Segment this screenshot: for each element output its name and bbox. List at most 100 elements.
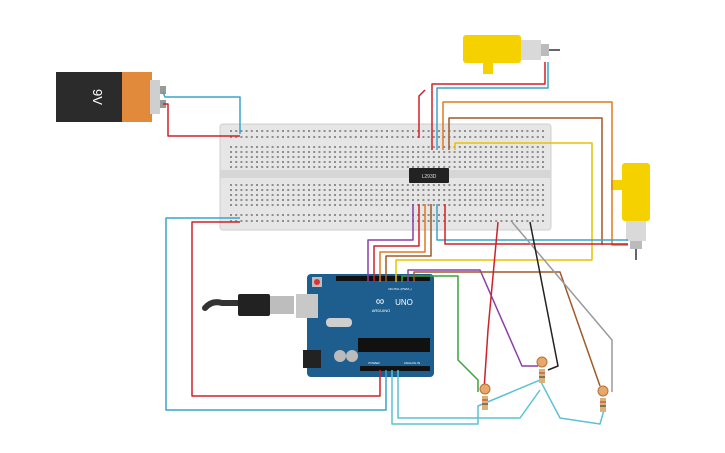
breadboard-hole xyxy=(297,151,300,153)
breadboard-hole xyxy=(271,161,274,163)
breadboard-hole xyxy=(256,146,258,148)
wire-green[interactable] xyxy=(401,275,479,392)
battery-label: 9V xyxy=(90,89,105,105)
wire-red-bb[interactable] xyxy=(373,204,420,282)
photoresistor-left[interactable] xyxy=(479,383,491,410)
photoresistor-right[interactable] xyxy=(597,385,609,412)
breadboard-hole xyxy=(401,214,404,216)
breadboard-hole xyxy=(271,214,274,216)
dc-motor-right[interactable] xyxy=(611,163,650,260)
wire-battery-blue[interactable] xyxy=(162,91,241,134)
breadboard-hole xyxy=(448,214,451,216)
breadboard-hole xyxy=(401,161,404,163)
breadboard[interactable] xyxy=(219,123,552,231)
breadboard-hole xyxy=(240,214,243,216)
wire-yellow[interactable] xyxy=(395,142,593,282)
breadboard-hole xyxy=(531,220,534,222)
breadboard-hole xyxy=(245,130,248,132)
breadboard-hole xyxy=(302,189,305,191)
wire-gray[interactable] xyxy=(511,221,613,392)
breadboard-hole xyxy=(276,130,279,132)
wire-red-a[interactable] xyxy=(418,89,426,138)
wire-purple[interactable] xyxy=(407,269,538,367)
breadboard-hole xyxy=(510,146,513,148)
wire-red-right[interactable] xyxy=(444,204,628,245)
breadboard-hole xyxy=(339,151,342,153)
breadboard-hole xyxy=(438,130,440,132)
breadboard-hole xyxy=(380,151,383,153)
breadboard-hole xyxy=(443,184,446,186)
wire-red-sensor[interactable] xyxy=(483,221,499,391)
breadboard-hole xyxy=(287,161,290,163)
breadboard-hole xyxy=(510,136,513,138)
breadboard-hole xyxy=(375,199,378,201)
breadboard-hole xyxy=(282,220,284,222)
wire-motor-top-blue[interactable] xyxy=(436,62,549,150)
breadboard-hole xyxy=(391,151,394,153)
breadboard-hole xyxy=(484,166,487,168)
breadboard-hole xyxy=(490,146,492,148)
wire-brown-bb[interactable] xyxy=(385,204,432,282)
breadboard-hole xyxy=(510,130,513,132)
breadboard-hole xyxy=(380,204,383,206)
breadboard-hole xyxy=(406,184,409,186)
breadboard-hole xyxy=(526,151,529,153)
breadboard-hole xyxy=(380,166,383,168)
breadboard-hole xyxy=(235,220,238,222)
wire-teal-bb[interactable] xyxy=(436,204,628,241)
wire-battery-red[interactable] xyxy=(163,103,240,137)
breadboard-hole xyxy=(349,214,352,216)
arduino-analog-label: ANALOG IN xyxy=(404,361,420,365)
breadboard-hole xyxy=(391,146,394,148)
wire-blue-left[interactable] xyxy=(165,217,387,411)
wire-black[interactable] xyxy=(529,221,559,371)
breadboard-hole xyxy=(412,151,414,153)
arduino-power-label: POWER xyxy=(368,361,380,365)
wire-purple-bb[interactable] xyxy=(367,204,414,282)
wire-red-left[interactable] xyxy=(191,221,381,397)
wire-cyan-bottom2[interactable] xyxy=(397,370,541,419)
breadboard-hole xyxy=(297,156,300,158)
battery-9v[interactable]: 9V xyxy=(56,72,166,122)
breadboard-hole xyxy=(328,204,331,206)
breadboard-hole xyxy=(375,130,378,132)
breadboard-hole xyxy=(250,136,253,138)
breadboard-hole xyxy=(510,189,513,191)
breadboard-hole xyxy=(360,184,362,186)
breadboard-hole xyxy=(287,199,290,201)
breadboard-hole xyxy=(396,161,399,163)
breadboard-hole xyxy=(256,204,258,206)
dc-motor-top[interactable] xyxy=(463,35,560,74)
breadboard-hole xyxy=(360,151,362,153)
breadboard-hole xyxy=(474,130,477,132)
breadboard-hole xyxy=(256,199,258,201)
breadboard-hole xyxy=(271,220,274,222)
breadboard-hole xyxy=(380,130,383,132)
breadboard-hole xyxy=(370,189,373,191)
breadboard-hole xyxy=(334,220,336,222)
photoresistor-middle[interactable] xyxy=(536,356,548,383)
breadboard-hole xyxy=(500,220,503,222)
usb-cable[interactable] xyxy=(202,294,294,316)
breadboard-hole xyxy=(443,189,446,191)
wire-motor-top-red[interactable] xyxy=(431,62,546,150)
breadboard-hole xyxy=(510,166,513,168)
breadboard-hole xyxy=(542,161,544,163)
breadboard-hole xyxy=(495,189,498,191)
breadboard-hole xyxy=(256,184,258,186)
breadboard-hole xyxy=(308,204,310,206)
breadboard-hole xyxy=(536,130,539,132)
breadboard-hole xyxy=(536,194,539,196)
wire-cyan-bottom[interactable] xyxy=(391,370,605,425)
wire-brown[interactable] xyxy=(448,117,603,245)
wire-brown-sensor[interactable] xyxy=(413,271,601,387)
breadboard-hole xyxy=(427,156,430,158)
arduino-uno[interactable]: ∞ ARDUINO UNO DIGITAL (PWM~) POWER ANALO… xyxy=(296,274,434,377)
wire-orange-bb[interactable] xyxy=(379,204,426,282)
breadboard-hole xyxy=(479,156,482,158)
motor-driver-l293d[interactable]: L293D xyxy=(409,168,449,183)
breadboard-hole xyxy=(339,130,342,132)
wire-orange[interactable] xyxy=(442,101,628,246)
breadboard-hole xyxy=(292,146,295,148)
breadboard-hole xyxy=(313,166,316,168)
